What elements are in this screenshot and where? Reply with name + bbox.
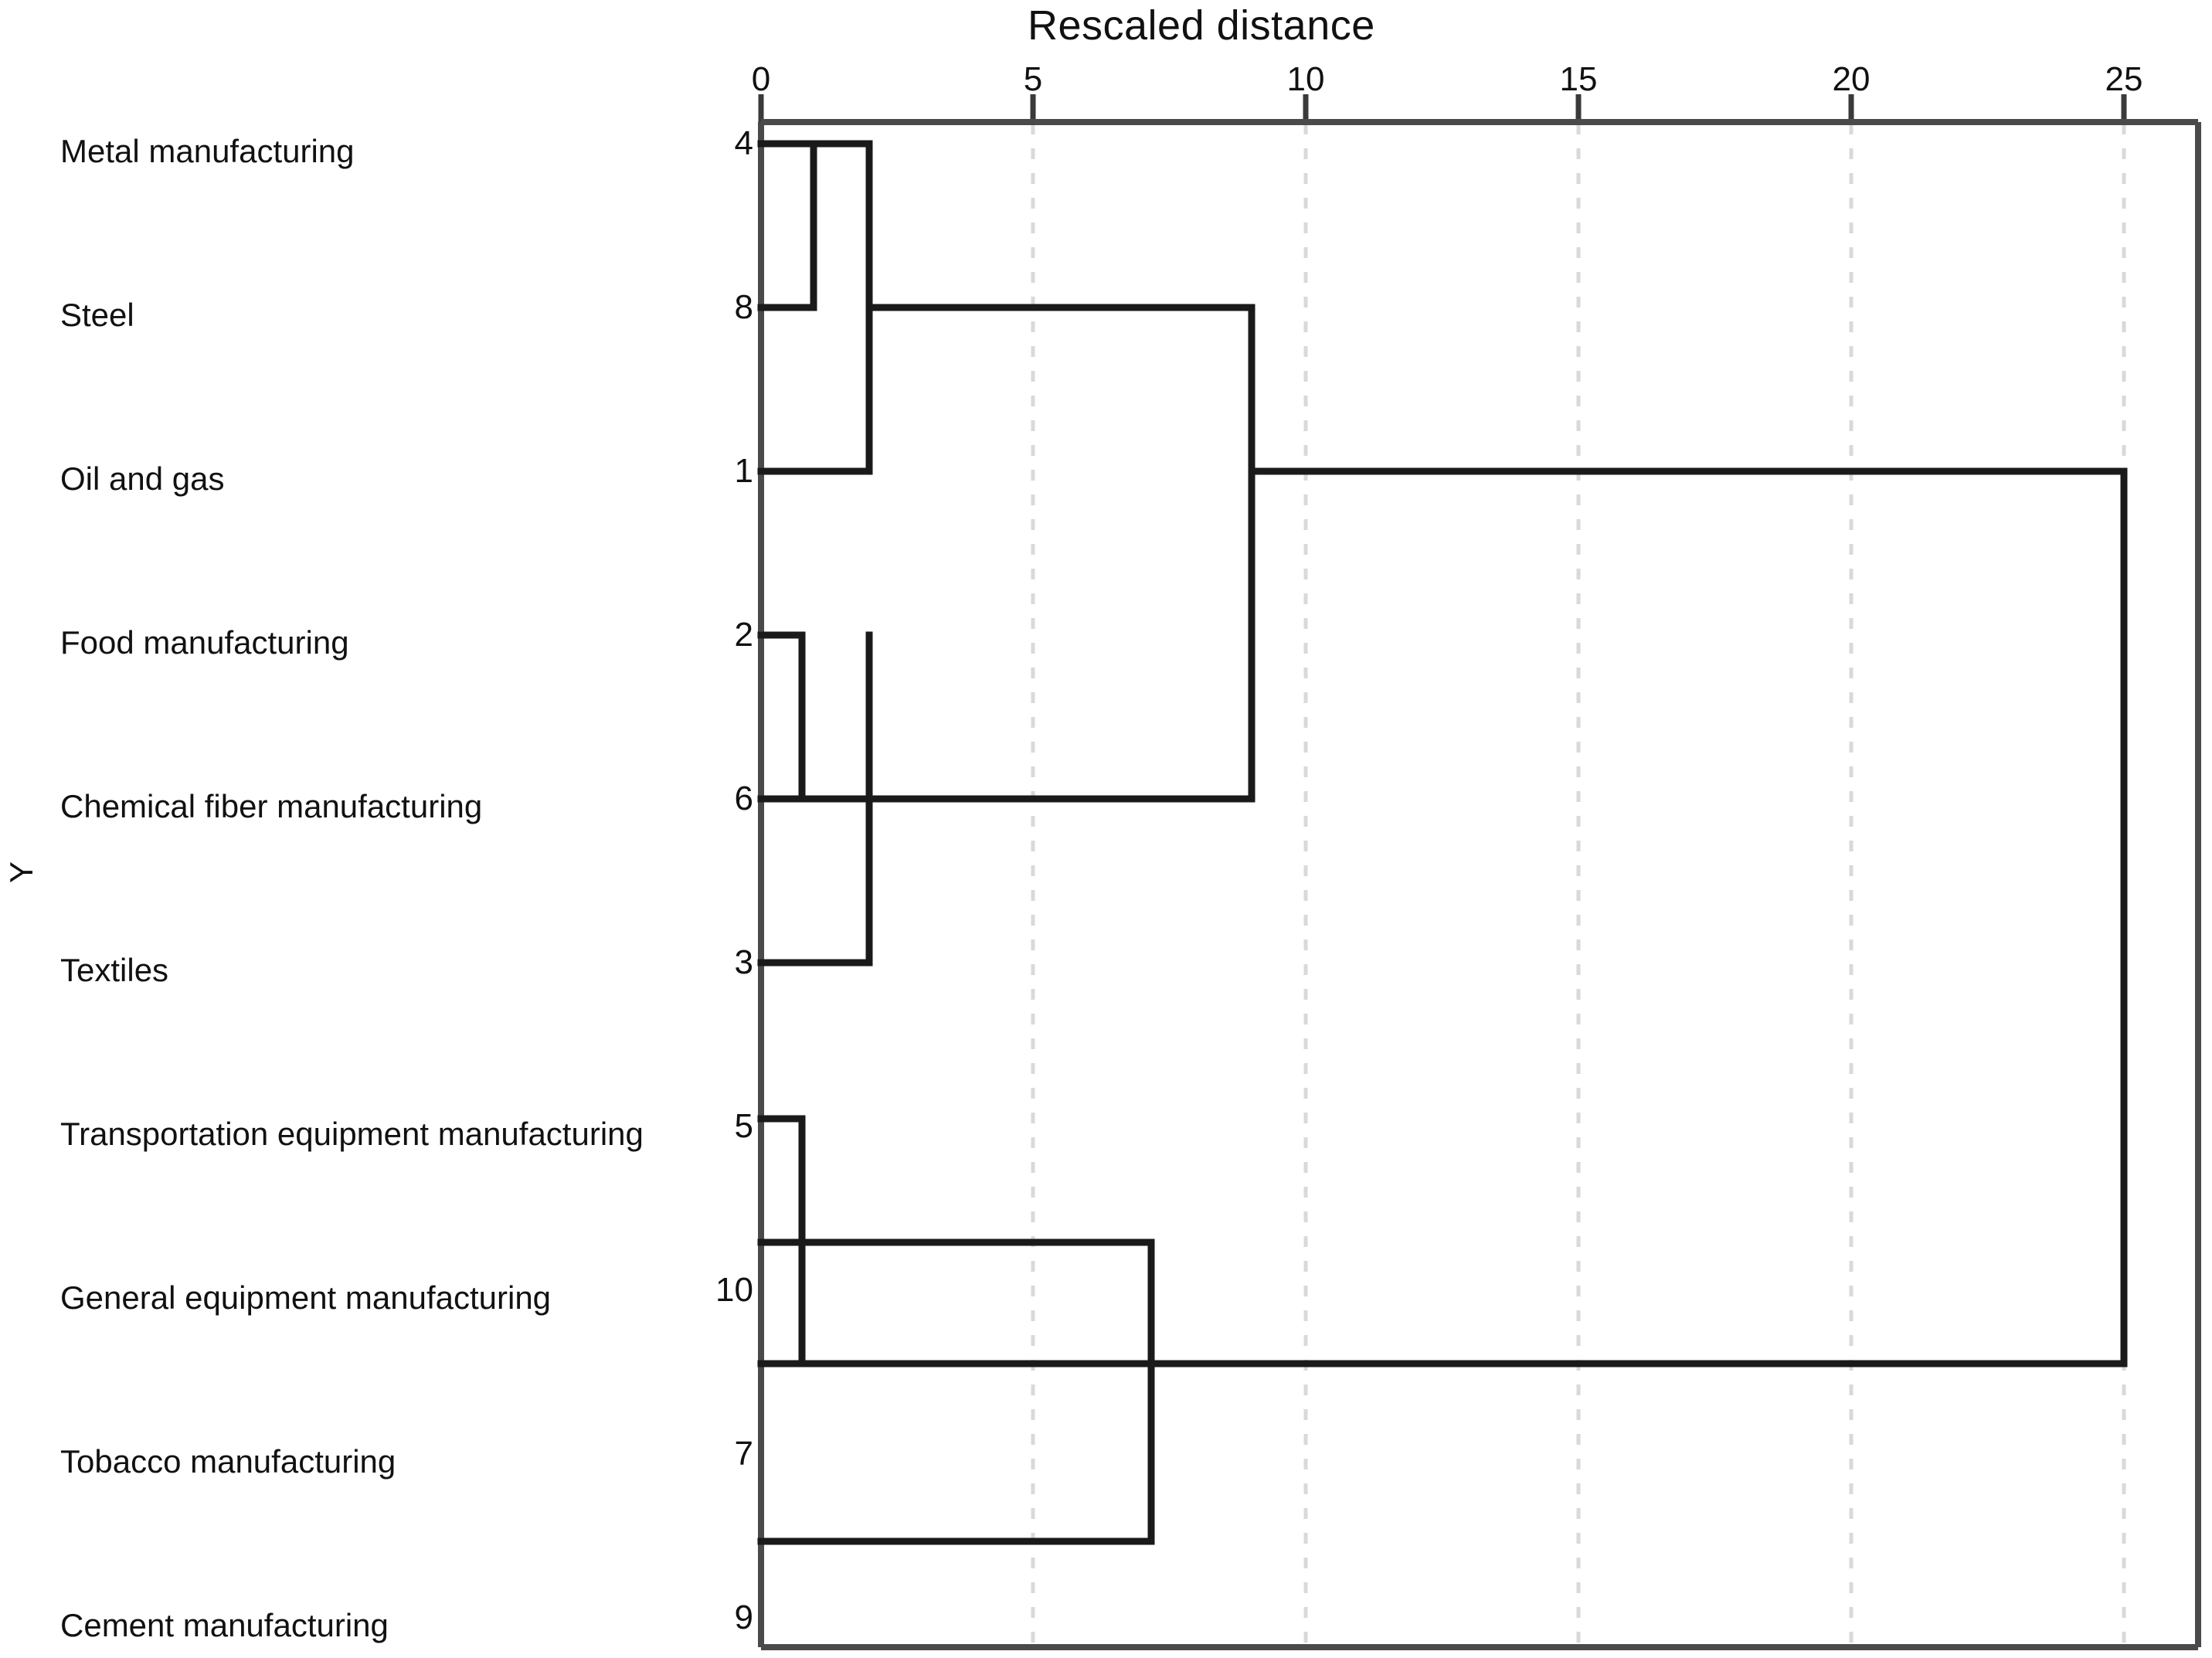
leaf-number-9: 9 — [734, 1599, 753, 1636]
leaf-label-general-equipment-manufacturing: General equipment manufacturing — [60, 1279, 552, 1316]
leaf-number-4: 4 — [734, 124, 753, 162]
x-axis-ticks — [758, 94, 2127, 122]
leaf-number-6: 6 — [734, 780, 753, 817]
leaf-label-chemical-fiber-manufacturing: Chemical fiber manufacturing — [60, 788, 483, 824]
x-tick-label-10: 10 — [1286, 60, 1325, 98]
x-tick-label-5: 5 — [1023, 60, 1043, 98]
x-axis-title: Rescaled distance — [1028, 2, 1375, 49]
leaf-label-food-manufacturing: Food manufacturing — [60, 624, 349, 661]
leaf-number-8: 8 — [734, 288, 753, 326]
plot-frame — [758, 119, 2201, 1650]
gridlines — [1031, 124, 2126, 1646]
leaf-number-5: 5 — [734, 1107, 753, 1145]
leaf-label-transportation-equipment-manufacturing: Transportation equipment manufacturing — [60, 1116, 644, 1152]
x-tick-label-25: 25 — [2105, 60, 2143, 98]
leaf-label-cement-manufacturing: Cement manufacturing — [60, 1607, 389, 1643]
x-tick-label-0: 0 — [751, 60, 771, 98]
leaf-number-1: 1 — [734, 452, 753, 490]
leaf-number-7: 7 — [734, 1435, 753, 1473]
leaf-label-oil-and-gas: Oil and gas — [60, 460, 225, 497]
leaf-label-metal-manufacturing: Metal manufacturing — [60, 133, 355, 169]
leaf-number-3: 3 — [734, 943, 753, 981]
leaf-label-tobacco-manufacturing: Tobacco manufacturing — [60, 1443, 396, 1480]
leaf-label-steel: Steel — [60, 297, 134, 333]
leaf-label-textiles: Textiles — [60, 952, 169, 988]
x-tick-label-15: 15 — [1559, 60, 1598, 98]
dendrogram-links — [757, 140, 2128, 1545]
x-tick-label-20: 20 — [1832, 60, 1871, 98]
leaf-number-2: 2 — [734, 616, 753, 654]
leaf-number-10: 10 — [715, 1271, 753, 1309]
